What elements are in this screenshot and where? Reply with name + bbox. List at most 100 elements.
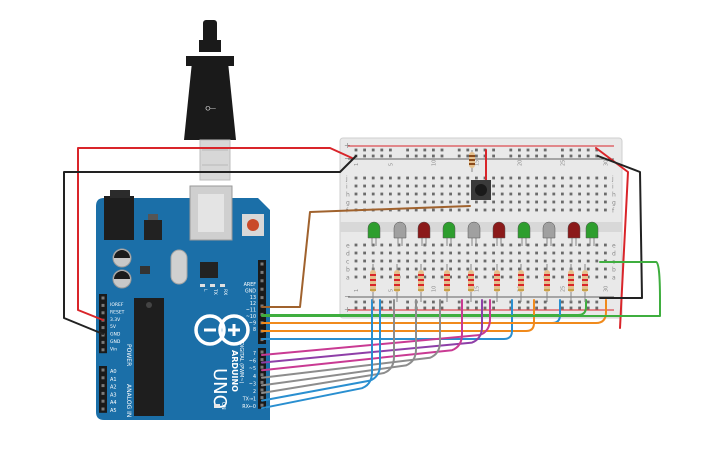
- breadboard-hole: [586, 208, 590, 212]
- breadboard-hole: [440, 267, 444, 271]
- rail-hole: [578, 148, 581, 152]
- breadboard-hole: [483, 267, 487, 271]
- wire-digital-5: [261, 299, 395, 394]
- breadboard-hole: [449, 176, 452, 180]
- breadboard-hole: [518, 192, 521, 196]
- column-number: 20: [517, 160, 523, 166]
- breadboard-hole: [414, 208, 418, 212]
- rail-hole: [569, 148, 573, 152]
- breadboard-hole: [354, 192, 358, 196]
- rail-hole: [389, 148, 392, 152]
- rail-hole: [526, 300, 530, 304]
- rail-hole: [363, 300, 366, 304]
- rail-hole: [578, 306, 581, 310]
- breadboard-hole: [543, 192, 547, 196]
- header-strip: [99, 294, 107, 354]
- breadboard-hole: [552, 267, 556, 271]
- header-pin: [101, 303, 105, 307]
- rail-hole: [509, 154, 513, 158]
- breadboard-hole: [578, 243, 581, 247]
- resistor-band: [444, 279, 450, 281]
- resistor-band: [494, 289, 500, 291]
- row-letter-right: h: [612, 192, 616, 199]
- breadboard-hole: [500, 192, 504, 196]
- breadboard-hole: [492, 243, 495, 247]
- rail-hole: [526, 154, 530, 158]
- breadboard-hole: [363, 184, 366, 188]
- breadboard-hole: [380, 176, 384, 180]
- header-pin: [260, 396, 264, 400]
- rail-hole: [561, 148, 564, 152]
- breadboard-hole: [414, 243, 418, 247]
- breadboard-hole: [578, 275, 581, 279]
- rail-hole: [466, 300, 470, 304]
- resistor-band: [418, 279, 424, 281]
- digital-pin-label: 2: [253, 389, 256, 395]
- breadboard-hole: [380, 200, 384, 204]
- breadboard-hole: [414, 275, 418, 279]
- breadboard-hole: [466, 267, 470, 271]
- rail-hole: [440, 306, 444, 310]
- rail-hole: [526, 306, 530, 310]
- column-number-bottom: 5: [388, 289, 394, 292]
- breadboard-hole: [397, 200, 401, 204]
- breadboard-hole: [457, 243, 461, 247]
- resistor-band: [370, 284, 376, 286]
- breadboard-hole: [535, 259, 538, 263]
- resistor-band: [568, 274, 574, 276]
- breadboard-hole: [475, 267, 478, 271]
- rail-hole: [595, 306, 599, 310]
- breadboard-hole: [363, 251, 366, 255]
- breadboard-hole: [586, 243, 590, 247]
- resistor-band: [444, 274, 450, 276]
- digital-pin-label: ~10: [246, 314, 256, 320]
- rail-hole: [535, 306, 538, 310]
- breadboard-hole: [380, 275, 384, 279]
- digital-pin-label: 4: [253, 374, 256, 380]
- wire-pin-9: [261, 299, 513, 340]
- column-number: 30: [603, 160, 609, 166]
- breadboard-hole: [457, 208, 461, 212]
- breadboard-hole: [432, 251, 435, 255]
- breadboard-hole: [578, 200, 581, 204]
- header-pin: [260, 388, 264, 392]
- breadboard-hole: [397, 243, 401, 247]
- resistor-band: [568, 284, 574, 286]
- breadboard-hole: [586, 192, 590, 196]
- rail-hole: [440, 154, 444, 158]
- power-header-title: POWER: [125, 344, 132, 366]
- resistor-band: [468, 289, 474, 291]
- rail-hole: [354, 148, 358, 152]
- resistor-band: [444, 289, 450, 291]
- breadboard-hole: [535, 267, 538, 271]
- breadboard-hole: [389, 208, 392, 212]
- rail-hole: [466, 154, 470, 158]
- breadboard-hole: [492, 208, 495, 212]
- breadboard-hole: [440, 208, 444, 212]
- breadboard-hole: [578, 192, 581, 196]
- row-letter: d: [346, 251, 350, 258]
- row-letter-right: i: [612, 184, 614, 191]
- breadboard-hole: [500, 208, 504, 212]
- breadboard-hole: [432, 275, 435, 279]
- rail-hole: [492, 148, 495, 152]
- row-letter-right: b: [612, 267, 616, 274]
- rail-hole: [526, 148, 530, 152]
- breadboard-hole: [500, 176, 504, 180]
- analog-header-title: ANALOG IN: [125, 384, 132, 417]
- rail-hole: [380, 154, 384, 158]
- rail-hole: [380, 300, 384, 304]
- rail-hole: [466, 148, 470, 152]
- column-number: 1: [354, 163, 360, 166]
- resistor-band: [444, 284, 450, 286]
- breadboard-hole: [397, 267, 401, 271]
- breadboard-hole: [397, 192, 401, 196]
- rail-hole: [406, 300, 409, 304]
- breadboard-hole: [371, 200, 375, 204]
- rail-hole: [475, 300, 478, 304]
- breadboard-hole: [440, 259, 444, 263]
- wire-digital-3: [261, 299, 441, 379]
- rail-hole: [423, 306, 427, 310]
- breadboard-hole: [535, 208, 538, 212]
